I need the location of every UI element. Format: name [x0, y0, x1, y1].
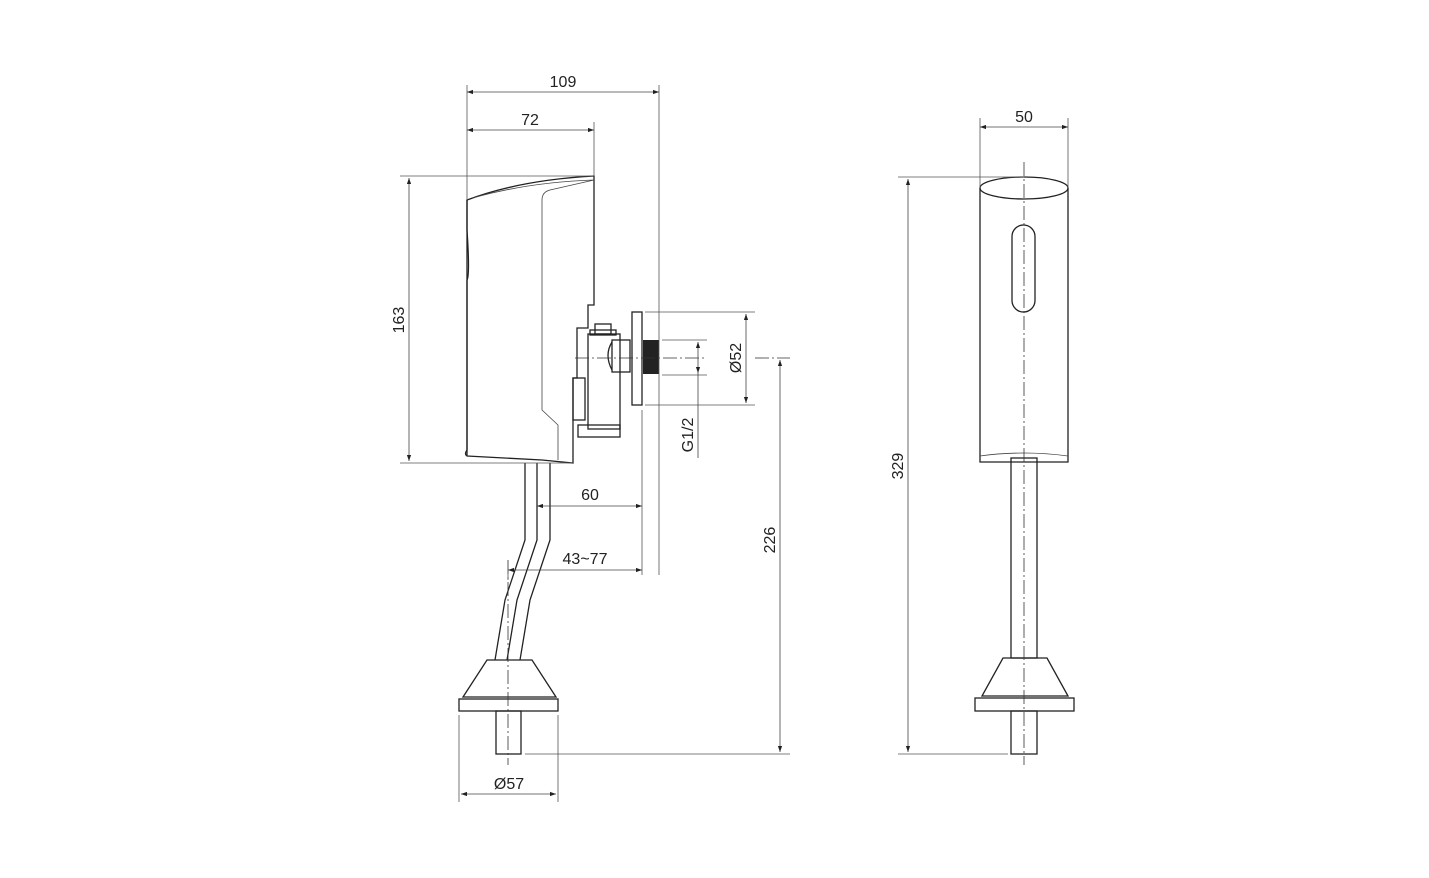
side-body-outline: [464, 175, 595, 464]
svg-text:50: 50: [1015, 109, 1033, 126]
dim-163: 163: [391, 175, 594, 464]
dim-escutcheon-diameter: Ø57: [458, 715, 559, 802]
side-view: 109 72 163 Ø52 G1/2: [391, 74, 790, 802]
svg-text:60: 60: [581, 487, 599, 504]
dim-flange-diameter: Ø52: [645, 311, 755, 406]
svg-text:G1/2: G1/2: [680, 418, 697, 453]
front-view: 50 329: [890, 109, 1075, 765]
dim-43-77: 43~77: [507, 551, 642, 580]
svg-text:329: 329: [890, 453, 907, 480]
svg-text:43~77: 43~77: [563, 551, 608, 568]
sensor-window-icon: [1011, 224, 1036, 313]
svg-text:109: 109: [550, 74, 577, 91]
svg-text:72: 72: [521, 112, 539, 129]
svg-text:226: 226: [762, 527, 779, 554]
svg-text:Ø52: Ø52: [728, 343, 745, 373]
dim-226: 226: [525, 360, 790, 755]
outlet-pipe: [494, 463, 551, 661]
dim-109: 109: [466, 74, 660, 575]
thread-icon: [643, 340, 659, 374]
dim-50: 50: [979, 109, 1069, 188]
escutcheon: [458, 659, 559, 755]
dim-329: 329: [890, 176, 1024, 755]
valve-assembly: [572, 311, 659, 438]
dim-72: 72: [467, 112, 595, 176]
svg-text:Ø57: Ø57: [494, 776, 524, 793]
dim-thread: G1/2: [662, 339, 707, 458]
dim-60: 60: [537, 410, 643, 575]
svg-text:163: 163: [391, 307, 408, 334]
